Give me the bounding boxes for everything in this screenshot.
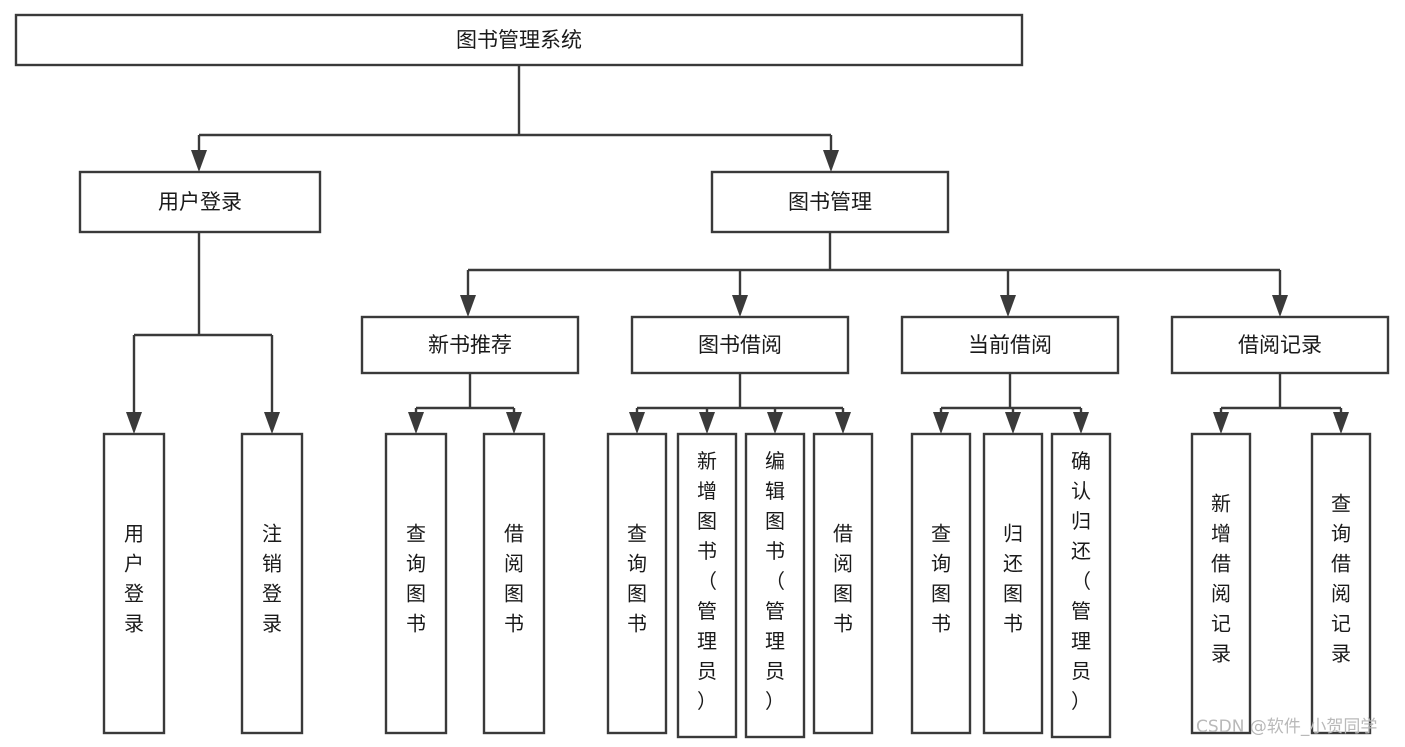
csdn-watermark: CSDN @软件_小贺同学 [1196,717,1377,737]
node-root[interactable]: 图书管理系统 [14,13,1024,67]
leaf-node-layer: 用户登录 注销登录 查询图书 借阅图书 查询图书 新增图书（管理员） 编辑图书（管理员） 借阅… [102,432,1372,739]
leaf-query-record-label: 查询借阅记录 [1331,492,1351,666]
node-leaf-edit-book[interactable]: 编辑图书（管理员） [744,432,806,739]
arrow-to-leaf-borrow-book-2 [835,412,851,434]
leaf-user-login-box[interactable] [102,432,166,735]
node-leaf-add-book[interactable]: 新增图书（管理员） [676,432,738,739]
node-leaf-add-record[interactable]: 新增借阅记录 [1190,432,1252,735]
arrow-to-leaf-query-book-3 [933,412,949,434]
book-manage-label: 图书管理 [788,190,872,214]
leaf-return-book-box[interactable] [982,432,1044,735]
arrow-to-new-book-recommend [460,295,476,317]
arrow-to-leaf-query-record [1333,412,1349,434]
arrow-to-leaf-confirm-return [1073,412,1089,434]
connector-layer [126,65,1349,434]
leaf-add-book-box[interactable] [676,432,738,739]
new-book-recommend-box[interactable] [360,315,580,375]
leaf-logout-label: 注销登录 [262,522,282,636]
book-borrow-box[interactable] [630,315,850,375]
arrow-to-current-borrow [1000,295,1016,317]
leaf-logout-box[interactable] [240,432,304,735]
arrow-to-leaf-borrow-book-1 [506,412,522,434]
arrow-to-leaf-add-book [699,412,715,434]
leaf-confirm-return-box[interactable] [1050,432,1112,739]
arrow-to-leaf-logout [264,412,280,434]
leaf-return-book-label: 归还图书 [1003,522,1023,636]
arrow-to-borrow-record [1272,295,1288,317]
arrow-to-leaf-add-record [1213,412,1229,434]
arrow-to-leaf-edit-book [767,412,783,434]
arrow-to-leaf-query-book-2 [629,412,645,434]
arrow-to-leaf-user-login [126,412,142,434]
leaf-borrow-book-2-box[interactable] [812,432,874,735]
leaf-query-book-3-label: 查询图书 [931,522,951,636]
arrow-to-user-login [191,150,207,172]
node-leaf-confirm-return[interactable]: 确认归还（管理员） [1050,432,1112,739]
node-borrow-record[interactable]: 借阅记录 [1170,315,1390,375]
leaf-add-book-label: 新增图书（管理员） [697,449,717,713]
node-leaf-query-record[interactable]: 查询借阅记录 [1310,432,1372,735]
node-leaf-query-book-2[interactable]: 查询图书 [606,432,668,735]
node-leaf-borrow-book-1[interactable]: 借阅图书 [482,432,546,735]
node-leaf-logout[interactable]: 注销登录 [240,432,304,735]
leaf-query-record-box[interactable] [1310,432,1372,735]
book-manage-box[interactable] [710,170,950,234]
node-current-borrow[interactable]: 当前借阅 [900,315,1120,375]
arrow-to-leaf-return-book [1005,412,1021,434]
leaf-query-book-2-box[interactable] [606,432,668,735]
node-user-login[interactable]: 用户登录 [78,170,322,234]
leaf-edit-book-box[interactable] [744,432,806,739]
current-borrow-box[interactable] [900,315,1120,375]
node-leaf-borrow-book-2[interactable]: 借阅图书 [812,432,874,735]
node-leaf-user-login[interactable]: 用户登录 [102,432,166,735]
arrow-to-leaf-query-book-1 [408,412,424,434]
book-borrow-label: 图书借阅 [698,333,782,357]
node-book-manage[interactable]: 图书管理 [710,170,950,234]
user-login-box[interactable] [78,170,322,234]
leaf-borrow-book-1-box[interactable] [482,432,546,735]
arrow-to-book-borrow [732,295,748,317]
leaf-query-book-1-box[interactable] [384,432,448,735]
leaf-borrow-book-2-label: 借阅图书 [833,522,853,636]
leaf-borrow-book-1-label: 借阅图书 [504,522,524,636]
leaf-query-book-1-label: 查询图书 [406,522,426,636]
node-leaf-query-book-1[interactable]: 查询图书 [384,432,448,735]
root-label: 图书管理系统 [456,28,582,52]
leaf-query-book-2-label: 查询图书 [627,522,647,636]
node-book-borrow[interactable]: 图书借阅 [630,315,850,375]
leaf-query-book-3-box[interactable] [910,432,972,735]
root-box[interactable] [14,13,1024,67]
node-leaf-return-book[interactable]: 归还图书 [982,432,1044,735]
leaf-add-record-box[interactable] [1190,432,1252,735]
new-book-recommend-label: 新书推荐 [428,333,512,357]
leaf-user-login-label: 用户登录 [124,522,144,636]
user-login-label: 用户登录 [158,190,242,214]
borrow-record-box[interactable] [1170,315,1390,375]
borrow-record-label: 借阅记录 [1238,333,1322,357]
leaf-add-record-label: 新增借阅记录 [1211,492,1231,666]
leaf-confirm-return-label: 确认归还（管理员） [1071,449,1091,713]
node-leaf-query-book-3[interactable]: 查询图书 [910,432,972,735]
current-borrow-label: 当前借阅 [968,333,1052,357]
arrow-to-book-manage [823,150,839,172]
leaf-edit-book-label: 编辑图书（管理员） [765,449,785,713]
node-new-book-recommend[interactable]: 新书推荐 [360,315,580,375]
